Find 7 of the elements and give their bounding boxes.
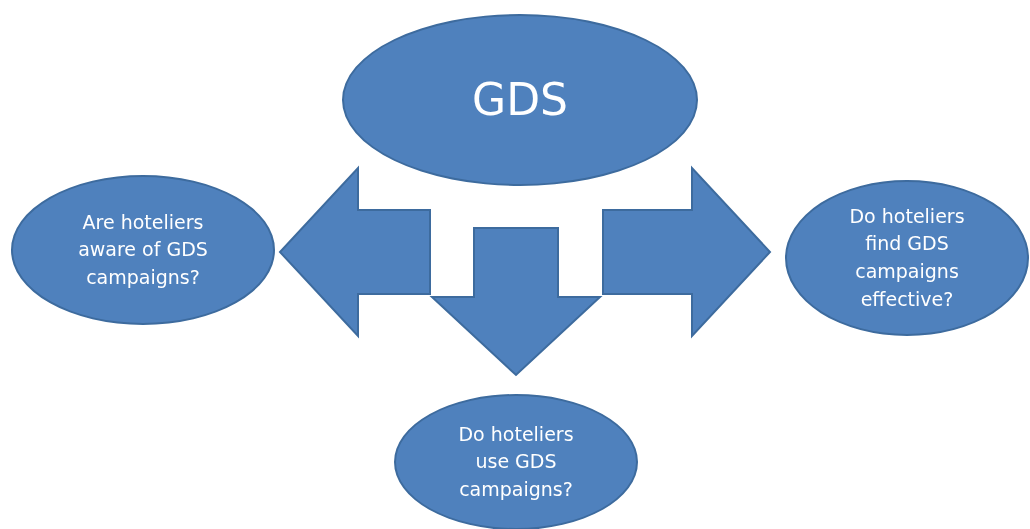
node-text: Do hoteliers find GDS campaigns effective? bbox=[848, 203, 966, 312]
block-arrow bbox=[429, 227, 603, 377]
node-text: GDS bbox=[472, 73, 568, 128]
node-text: Are hoteliers aware of GDS campaigns? bbox=[77, 209, 209, 290]
block-arrow bbox=[602, 165, 772, 339]
node-text: Do hoteliers use GDS campaigns? bbox=[457, 421, 575, 502]
block-arrow bbox=[278, 165, 431, 339]
